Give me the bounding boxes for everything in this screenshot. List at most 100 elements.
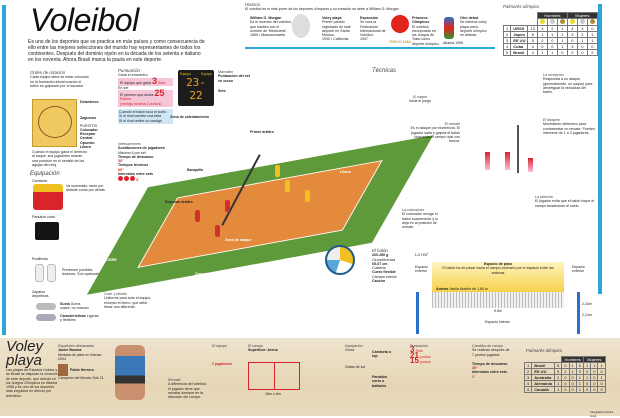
scoreboard-score: 23-22 <box>186 76 206 102</box>
beach-shorts-label: Pantalón corto o bañador <box>372 375 388 388</box>
morgan-portrait <box>292 14 310 38</box>
shoe-image <box>36 303 56 310</box>
atlanta-date: Atlanta 1996 <box>443 41 464 45</box>
service-zone-label: Zona de saque <box>195 272 221 276</box>
shirt-image <box>33 184 63 210</box>
position: Receptor <box>80 132 96 137</box>
intro-text: Es uno de los deportes que se practica e… <box>28 39 205 63</box>
rotation-note: Cuando el equipo gana el derecho al saqu… <box>32 150 87 167</box>
net-post <box>517 125 519 173</box>
medal-cell: Alemania <box>531 380 556 387</box>
shorts-label: Pantalón corto <box>32 215 56 219</box>
beach-gear: Equipación Gorra Gafas de sol <box>345 344 366 369</box>
beach-text: Las playas de Estados Unidos y de Brasil… <box>6 368 58 398</box>
jump-bar <box>485 152 490 170</box>
medal-cell: 0 <box>590 386 599 393</box>
warmup-zone-label: Zona de calentamiento <box>170 115 209 119</box>
medal-cell: 0 <box>597 386 606 393</box>
scoring-set-label: Gana el encuentro <box>118 73 148 78</box>
net-lower: Espacio inferior <box>485 320 510 324</box>
medal-cell: Australia <box>531 374 556 381</box>
position: Opuesto <box>80 140 95 145</box>
tech-label: Tiempos técnicos <box>118 163 149 168</box>
interruptions-heading: Interrupciones <box>118 142 141 146</box>
free-zone-label: ZONA LIBRE <box>95 258 117 262</box>
medal-cell: 0 <box>561 386 570 393</box>
page-title: Voleibol <box>30 2 139 38</box>
bullet: Cuando el balón toca el suelo <box>119 109 167 114</box>
medal-cell: 1 <box>536 49 548 56</box>
player-photo <box>58 364 68 377</box>
positions-heading: PUESTOS <box>80 123 98 128</box>
beach-scoring: Puntuación 3 Sets 21 puntos 15 puntos <box>410 344 431 365</box>
beach-player-image <box>115 345 145 400</box>
medal-cell: 0 <box>582 386 592 393</box>
accent-bar-left <box>2 5 6 335</box>
history-heading: Historia <box>245 2 260 7</box>
legend-zagueros: Zagueros <box>80 116 97 121</box>
kneepad-image <box>35 264 44 282</box>
atlanta-logo <box>444 17 454 39</box>
medals-beach-heading: Palmarés olímpico <box>526 348 563 353</box>
medal-cell: 4 <box>527 49 538 56</box>
scoring-bullets: Cuando el balón toca el suelo Si el riva… <box>118 108 173 124</box>
position: Colocador <box>80 127 98 132</box>
tokyo-date: TOKYO 1964 <box>389 40 411 44</box>
rotation-positions: Delanteros Zagueros PUESTOS Colocador Re… <box>80 100 110 149</box>
equipment-heading: Equipación <box>30 171 60 177</box>
net-height-men: 2,43m <box>582 302 592 306</box>
bullet: Si el rival recibe un castigo <box>119 118 162 123</box>
techniques-heading: Técnicas <box>372 68 397 74</box>
sets-box: El equipo que gana 3 Sets <box>118 76 173 86</box>
tokyo-logo <box>391 15 409 33</box>
timeout-label: Tiempo de descanso <box>118 154 154 159</box>
net-post-left <box>416 292 419 334</box>
referee2-label: Segundo árbitro <box>165 200 193 204</box>
medal-cell: 1 <box>575 386 584 393</box>
history-timeline <box>245 47 495 49</box>
legend-delanteros: Delanteros <box>80 100 99 104</box>
subs-label: Sustituciones de jugadores <box>118 146 165 151</box>
rotation-section: Orden de rotación Cada equipo debe de es… <box>30 70 90 88</box>
scoreboard-labels: Marcador Puntuación del set en curso Set… <box>218 70 250 93</box>
bullet: Si el rival comete una falta <box>119 114 162 119</box>
medal-cell: Brasil <box>510 49 529 56</box>
medal-cell: 5 <box>502 49 512 56</box>
pads-label: Rodilleras <box>32 257 48 261</box>
libero-label: Líbero <box>340 170 351 174</box>
scoring-heading: Puntuación <box>118 68 140 73</box>
between-label: Intervalos entre sets <box>118 172 153 177</box>
shoe-image <box>36 314 56 321</box>
medal-cell: 0 <box>568 386 577 393</box>
credit: Infografía Cultura Aura <box>590 410 614 418</box>
medal-cell: 1 <box>554 386 563 393</box>
history-lead: El voleibol es el más joven de los depor… <box>245 7 399 12</box>
net-outer-right: Espacio exterior <box>572 265 585 274</box>
attack-zone-label: Zona de ataque <box>225 238 252 242</box>
shoes-label: Zapatos deportivos <box>32 290 49 299</box>
medal-cell: 5 <box>523 386 533 393</box>
medal-cell: Canadá <box>531 386 556 393</box>
features-info: Características Ligeras y flexibles <box>60 314 99 323</box>
net-height-women: 2,24m <box>582 313 592 317</box>
between-dots: 3' <box>118 176 178 182</box>
net-post-right <box>577 292 580 334</box>
beach-court-diagram <box>248 362 300 390</box>
